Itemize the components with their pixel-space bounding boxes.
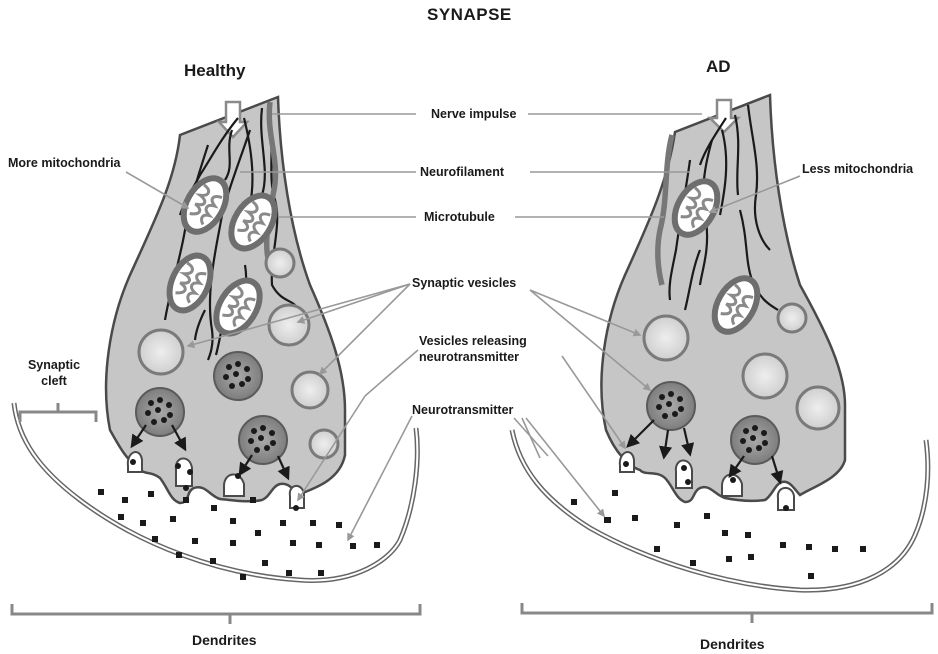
label-synaptic-cleft-line1: Synaptic	[22, 358, 86, 372]
panel-title-healthy: Healthy	[184, 64, 245, 78]
label-more-mitochondria: More mitochondria	[8, 156, 121, 170]
ad-dendrites-bracket	[522, 603, 932, 623]
panel-title-ad: AD	[706, 60, 731, 74]
label-synaptic-vesicles: Synaptic vesicles	[412, 276, 516, 290]
label-less-mitochondria: Less mitochondria	[802, 162, 913, 176]
healthy-dendrites-bracket	[12, 604, 420, 624]
label-neurotransmitter: Neurotransmitter	[412, 403, 513, 417]
label-nerve-impulse: Nerve impulse	[431, 107, 516, 121]
label-dendrites-healthy: Dendrites	[192, 633, 257, 647]
label-neurofilament: Neurofilament	[420, 165, 504, 179]
label-vesicles-releasing-line2: neurotransmitter	[419, 350, 519, 364]
ad-released-neurotransmitter	[571, 490, 866, 579]
label-dendrites-ad: Dendrites	[700, 637, 765, 651]
label-vesicles-releasing-line1: Vesicles releasing	[419, 334, 527, 348]
diagram-title: SYNAPSE	[427, 8, 512, 22]
synaptic-cleft-bracket	[20, 403, 96, 422]
label-microtubule: Microtubule	[424, 210, 495, 224]
label-synaptic-cleft-line2: cleft	[22, 374, 86, 388]
